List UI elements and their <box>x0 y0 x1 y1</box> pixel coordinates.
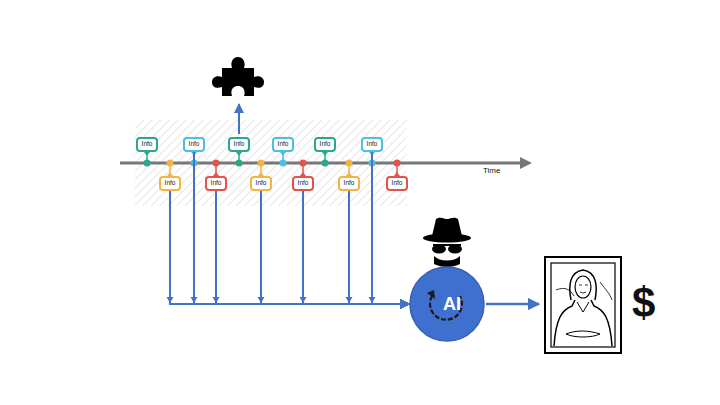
mona-lisa-painting <box>545 257 621 353</box>
info-label: Info <box>320 141 331 148</box>
info-label: Info <box>142 141 153 148</box>
info-tag: Info <box>386 176 408 191</box>
info-feed-connector <box>216 191 409 304</box>
info-tag: Info <box>361 137 383 152</box>
info-label: Info <box>256 180 267 187</box>
timeline-dot <box>300 160 307 167</box>
timeline-dot <box>280 160 287 167</box>
info-feed-connector <box>372 152 409 304</box>
timeline-dot <box>394 160 401 167</box>
puzzle-piece <box>212 57 264 96</box>
info-feed-connector <box>261 191 409 304</box>
junction-arrowhead <box>346 297 353 303</box>
junction-arrowhead <box>191 297 198 303</box>
info-feed-connector <box>194 152 409 304</box>
tag-border <box>273 138 293 151</box>
info-label: Info <box>189 141 200 148</box>
info-feed-connector <box>303 191 409 304</box>
timeline-dot <box>258 160 265 167</box>
junction-arrowhead <box>213 297 220 303</box>
junction-arrowhead <box>167 297 174 303</box>
info-label: Info <box>298 180 309 187</box>
tag-border <box>184 138 204 151</box>
info-label: Info <box>278 141 289 148</box>
info-label: Info <box>165 180 176 187</box>
info-feed-connector <box>170 191 409 304</box>
info-tag: Info <box>292 176 314 191</box>
ai-circle: AI <box>409 266 485 342</box>
tag-border <box>293 177 313 190</box>
timeline-dot <box>346 160 353 167</box>
tag-border <box>251 177 271 190</box>
info-tag: Info <box>338 176 360 191</box>
timeline-dot <box>167 160 174 167</box>
tag-border <box>362 138 382 151</box>
junction-arrowhead <box>369 297 376 303</box>
info-tag: Info <box>272 137 294 152</box>
tag-border <box>387 177 407 190</box>
spy-icon <box>423 218 471 267</box>
info-tag: Info <box>159 176 181 191</box>
junction-arrowhead <box>258 297 265 303</box>
info-tag: Info <box>314 137 336 152</box>
timeline-dot <box>322 160 329 167</box>
puzzle-arrow <box>238 104 240 134</box>
tag-border <box>315 138 335 151</box>
info-tag: Info <box>183 137 205 152</box>
timeline-dot <box>144 160 151 167</box>
axis-label: Time <box>483 166 500 175</box>
output-arrow <box>486 303 539 306</box>
timeline-dot <box>236 160 243 167</box>
info-tag: Info <box>250 176 272 191</box>
info-tag: Info <box>136 137 158 152</box>
dollar-sign: $ <box>632 279 655 327</box>
tag-border <box>160 177 180 190</box>
info-feed-connector <box>349 191 409 304</box>
tag-border <box>206 177 226 190</box>
tag-border <box>137 138 157 151</box>
info-label: Info <box>234 141 245 148</box>
cycle-arrow-head <box>427 290 435 299</box>
ai-label: AI <box>433 294 461 315</box>
ai-fill <box>410 267 484 341</box>
info-label: Info <box>367 141 378 148</box>
info-label: Info <box>211 180 222 187</box>
info-tag: Info <box>205 176 227 191</box>
info-label: Info <box>344 180 355 187</box>
tag-border <box>339 177 359 190</box>
info-label: Info <box>392 180 403 187</box>
timeline-dot <box>213 160 220 167</box>
tag-border <box>229 138 249 151</box>
info-tag: Info <box>228 137 250 152</box>
junction-arrowhead <box>300 297 307 303</box>
